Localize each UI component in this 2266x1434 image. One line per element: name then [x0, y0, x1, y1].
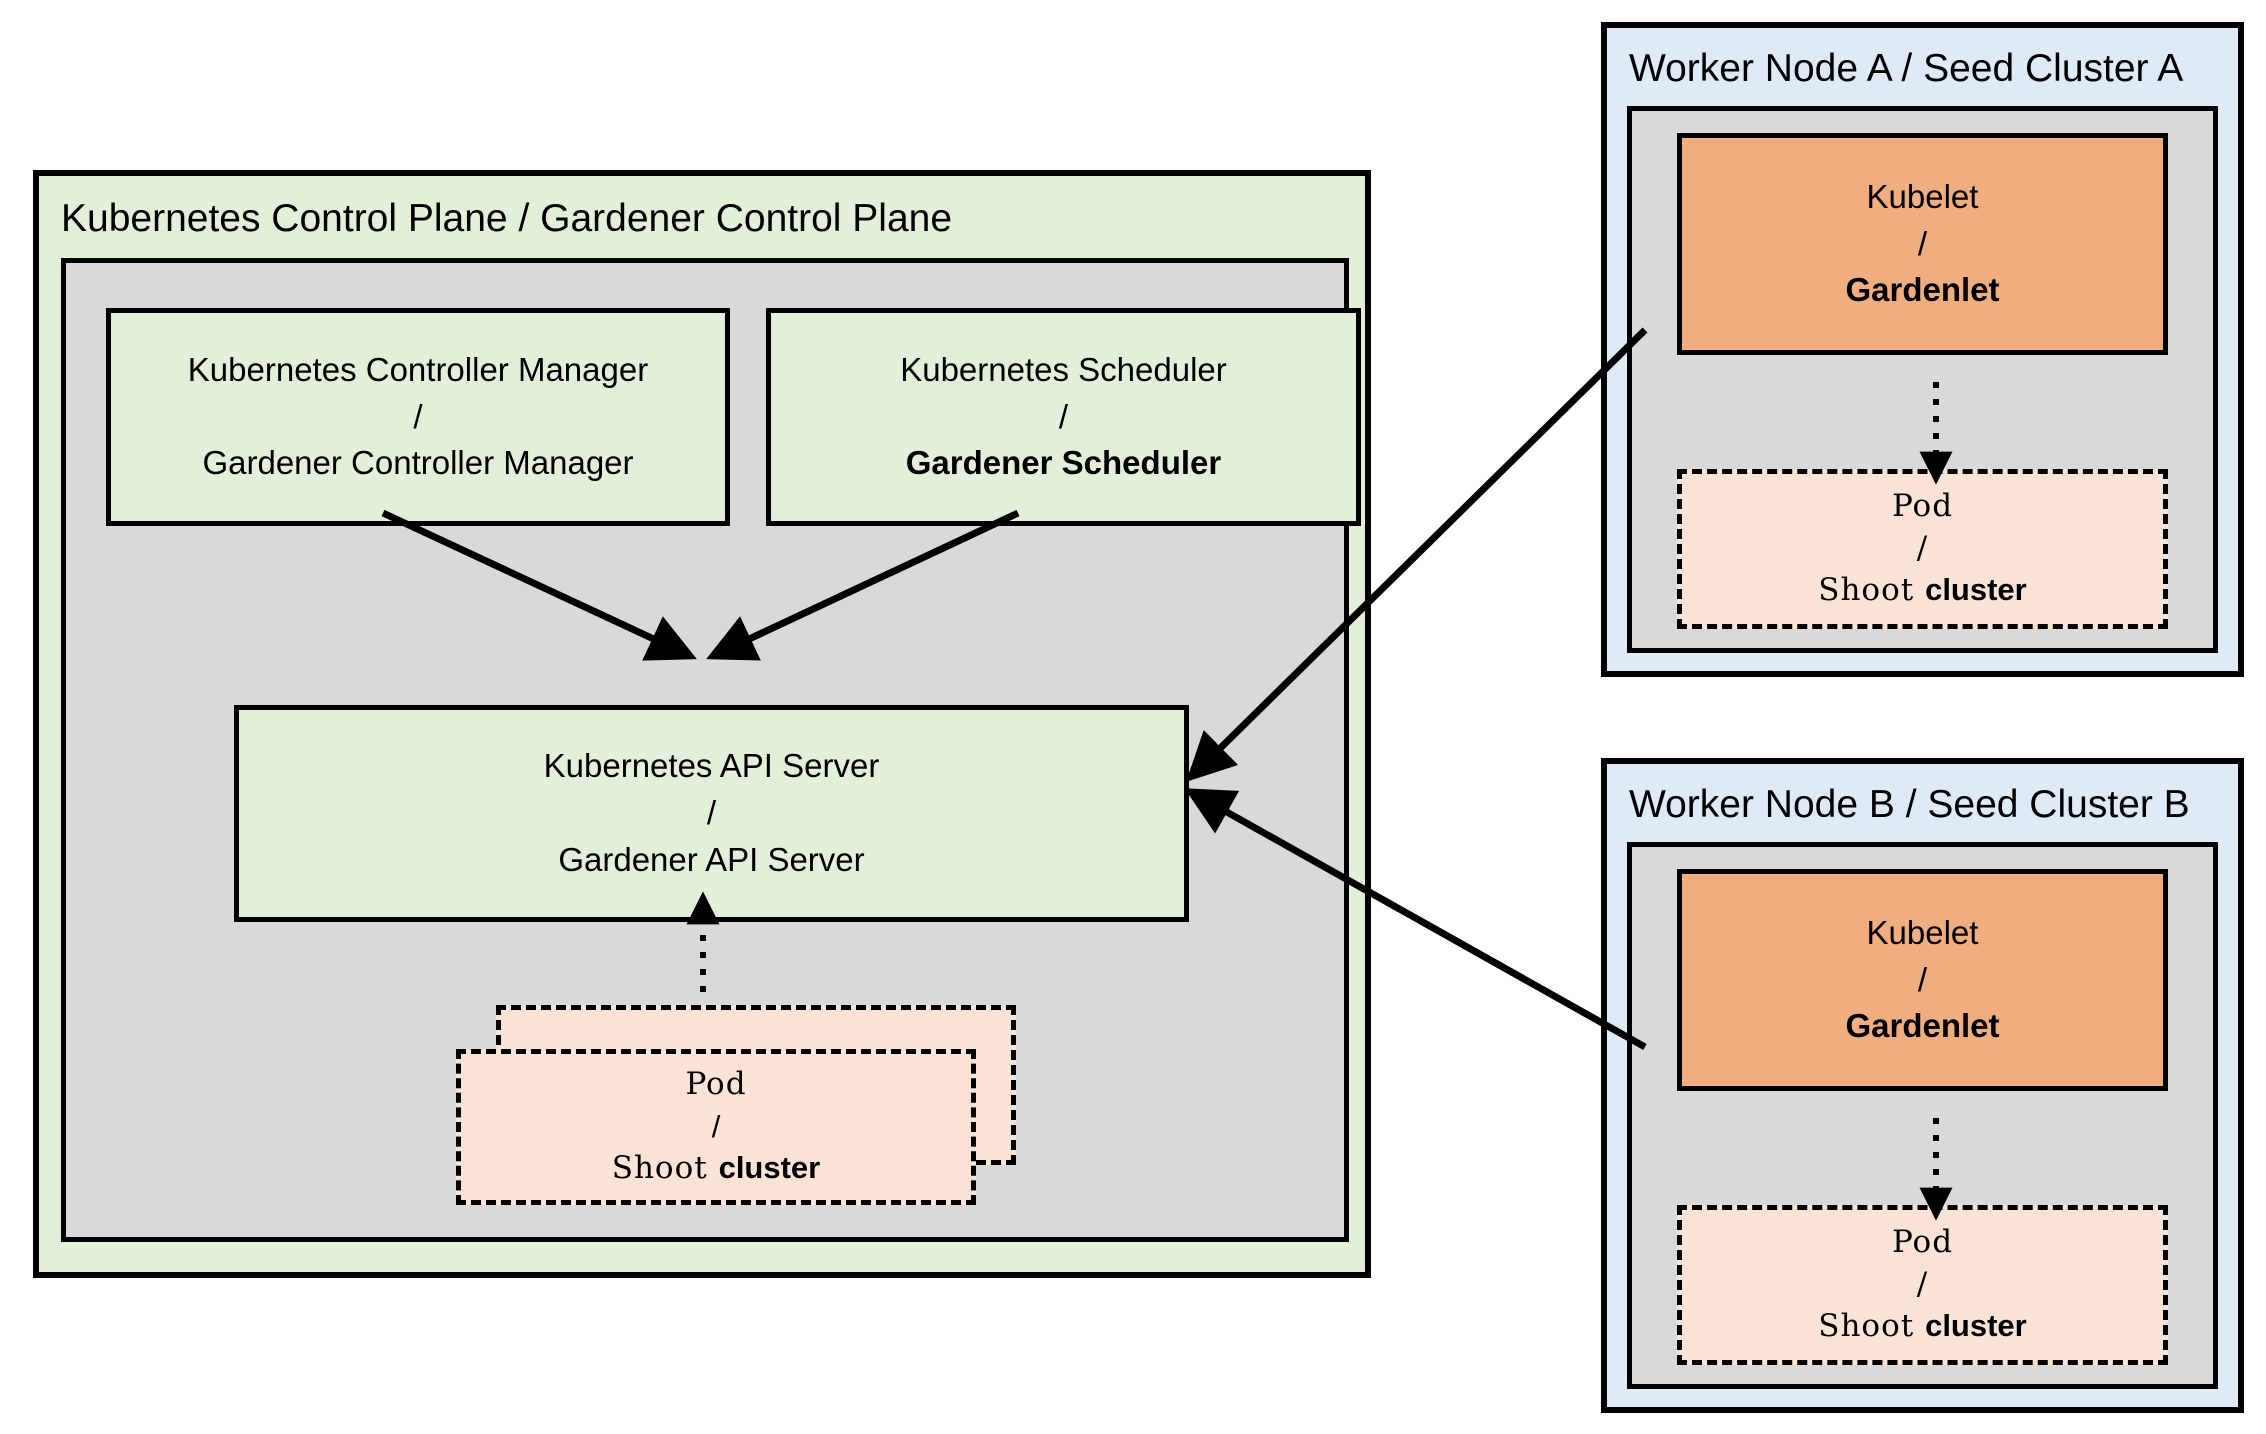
worker-node-b-panel: Worker Node B / Seed Cluster B Kubelet /…: [1601, 758, 2244, 1413]
control-plane-title: Kubernetes Control Plane / Gardener Cont…: [61, 197, 953, 240]
control-plane-pod-stack: Pod / Shoot cluster: [456, 1005, 1016, 1205]
control-plane-inner-area: Kubernetes Controller Manager / Gardener…: [61, 258, 1361, 1242]
control-plane-pod-line1: Pod: [685, 1065, 747, 1102]
worker-a-kubelet-line1: Kubelet: [1866, 177, 1979, 215]
worker-a-pod-separator: /: [1916, 529, 1929, 566]
worker-a-pod-line2: Shoot cluster: [1818, 569, 2027, 612]
worker-b-kubelet-separator: /: [1917, 960, 1928, 998]
scheduler-box: Kubernetes Scheduler / Gardener Schedule…: [766, 308, 1361, 526]
scheduler-line2: Gardener Scheduler: [905, 444, 1222, 482]
controller-manager-line2: Gardener Controller Manager: [202, 444, 634, 482]
api-server-box: Kubernetes API Server / Gardener API Ser…: [234, 705, 1189, 922]
worker-a-pod-box: Pod / Shoot cluster: [1677, 469, 2168, 629]
controller-manager-line1: Kubernetes Controller Manager: [187, 350, 649, 388]
worker-a-kubelet-separator: /: [1917, 224, 1928, 262]
control-plane-pod-line2-prefix: Shoot: [611, 1150, 719, 1187]
worker-b-pod-line2: Shoot cluster: [1818, 1305, 2027, 1348]
worker-node-a-title: Worker Node A / Seed Cluster A: [1629, 47, 2184, 90]
worker-node-b-title: Worker Node B / Seed Cluster B: [1629, 783, 2190, 826]
worker-node-a-panel: Worker Node A / Seed Cluster A Kubelet /…: [1601, 22, 2244, 677]
scheduler-separator: /: [1058, 397, 1069, 435]
worker-b-pod-line1: Pod: [1891, 1223, 1954, 1260]
worker-b-pod-box: Pod / Shoot cluster: [1677, 1205, 2168, 1365]
worker-b-pod-separator: /: [1916, 1265, 1929, 1302]
worker-a-pod-line1: Pod: [1891, 487, 1954, 524]
controller-manager-separator: /: [413, 397, 423, 435]
api-server-separator: /: [706, 794, 717, 832]
control-plane-pod-separator: /: [711, 1108, 721, 1144]
worker-a-kubelet-box: Kubelet / Gardenlet: [1677, 133, 2168, 355]
worker-node-b-inner-area: Kubelet / Gardenlet Pod / Shoot cluster: [1627, 842, 2218, 1389]
control-plane-panel: Kubernetes Control Plane / Gardener Cont…: [33, 170, 1371, 1278]
control-plane-pod-line2-bold: cluster: [718, 1150, 821, 1186]
api-server-line1: Kubernetes API Server: [543, 747, 880, 785]
worker-node-a-inner-area: Kubelet / Gardenlet Pod / Shoot cluster: [1627, 106, 2218, 653]
api-server-line2: Gardener API Server: [558, 840, 865, 878]
worker-b-pod-line2-prefix: Shoot: [1818, 1308, 1926, 1345]
controller-manager-box: Kubernetes Controller Manager / Gardener…: [106, 308, 730, 526]
worker-b-kubelet-line2: Gardenlet: [1845, 1007, 2000, 1045]
control-plane-pod-box: Pod / Shoot cluster: [456, 1049, 976, 1205]
worker-b-kubelet-line1: Kubelet: [1866, 913, 1979, 951]
worker-a-pod-line2-bold: cluster: [1925, 572, 2027, 608]
control-plane-pod-line2: Shoot cluster: [612, 1147, 821, 1190]
worker-b-kubelet-box: Kubelet / Gardenlet: [1677, 869, 2168, 1091]
worker-b-pod-line2-bold: cluster: [1925, 1308, 2027, 1344]
worker-a-pod-line2-prefix: Shoot: [1818, 572, 1926, 609]
worker-a-kubelet-line2: Gardenlet: [1845, 271, 2000, 309]
scheduler-line1: Kubernetes Scheduler: [900, 350, 1227, 388]
